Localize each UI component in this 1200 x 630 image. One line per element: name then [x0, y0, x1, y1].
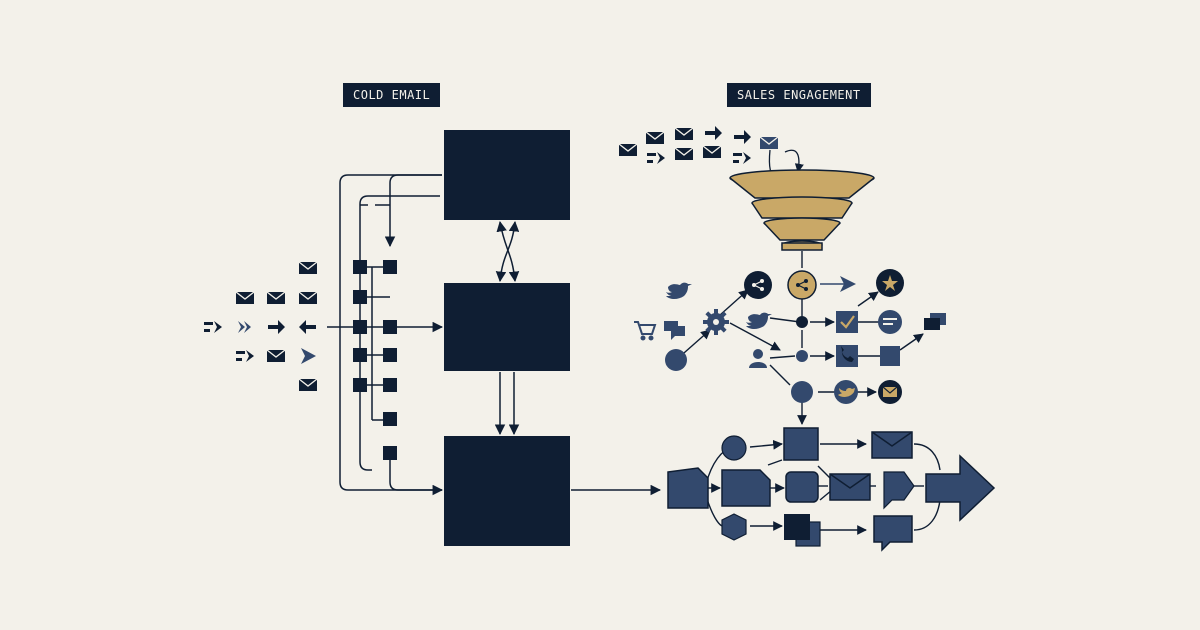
envelope-icon	[871, 431, 913, 459]
cold-block-middle	[444, 283, 570, 371]
envelope-icon	[702, 145, 722, 159]
flow-node	[721, 469, 771, 507]
chat-icon	[878, 310, 902, 334]
flow-node	[721, 435, 747, 461]
flow-node	[785, 471, 819, 503]
sales-engagement-section	[618, 126, 996, 552]
arrow-icon	[301, 348, 316, 364]
envelope-icon	[618, 143, 638, 157]
cold-email-label: COLD EMAIL	[343, 83, 441, 107]
arrow-icon	[840, 276, 856, 292]
phone-icon	[836, 345, 858, 367]
fast-forward-icon	[236, 350, 254, 362]
flow-node	[883, 471, 915, 510]
arrow-icon	[925, 454, 996, 522]
fast-forward-icon	[204, 321, 222, 333]
envelope-icon	[266, 291, 286, 305]
fast-forward-icon	[733, 152, 751, 164]
cold-email-section	[204, 130, 662, 546]
network-node	[796, 316, 808, 328]
arrow-icon	[299, 320, 316, 334]
envelope-icon	[674, 127, 694, 141]
chat-icon	[664, 321, 685, 340]
arrow-icon	[705, 126, 722, 140]
envelope-icon	[266, 349, 286, 363]
envelope-icon	[829, 473, 871, 501]
envelope-icon	[298, 291, 318, 305]
chat-icon	[873, 515, 913, 552]
cart-icon	[634, 321, 657, 341]
envelope-icon	[759, 136, 779, 149]
envelope-icon	[235, 291, 255, 305]
sales-engagement-label: SALES ENGAGEMENT	[727, 83, 871, 107]
chat-icon	[924, 313, 946, 330]
share-icon	[744, 271, 772, 299]
check-icon	[836, 311, 858, 333]
network-node	[880, 346, 900, 366]
flow-node	[784, 514, 810, 540]
envelope-icon	[298, 261, 318, 275]
funnel-icon	[729, 169, 875, 251]
envelope-icon	[645, 131, 665, 145]
arrow-icon	[238, 321, 251, 333]
gear-icon	[703, 309, 729, 335]
fast-forward-icon	[647, 152, 665, 164]
share-icon	[787, 270, 817, 300]
flow-node	[667, 467, 709, 509]
twitter-icon	[746, 312, 772, 329]
flow-node	[721, 513, 747, 541]
cold-block-top	[444, 130, 570, 220]
user-icon	[749, 349, 767, 368]
arrow-icon	[268, 320, 285, 334]
flow-node	[783, 427, 819, 461]
network-node	[791, 381, 813, 403]
network-node	[665, 349, 687, 371]
network-node	[796, 350, 808, 362]
envelope-icon	[298, 378, 318, 392]
twitter-icon	[666, 282, 692, 299]
envelope-icon	[674, 147, 694, 161]
arrow-icon	[734, 130, 751, 144]
cold-block-bottom	[444, 436, 570, 546]
